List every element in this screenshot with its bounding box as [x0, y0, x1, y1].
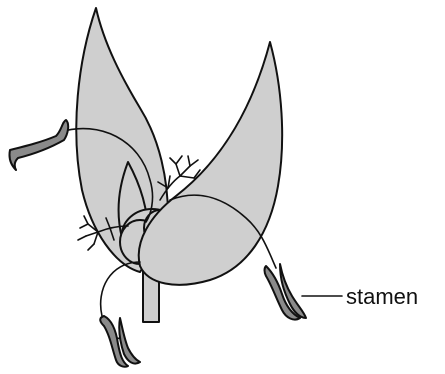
- anther-right: [265, 264, 307, 320]
- anther-top-left: [9, 120, 68, 170]
- stamen-label: stamen: [346, 284, 418, 309]
- anther-bottom: [100, 316, 140, 367]
